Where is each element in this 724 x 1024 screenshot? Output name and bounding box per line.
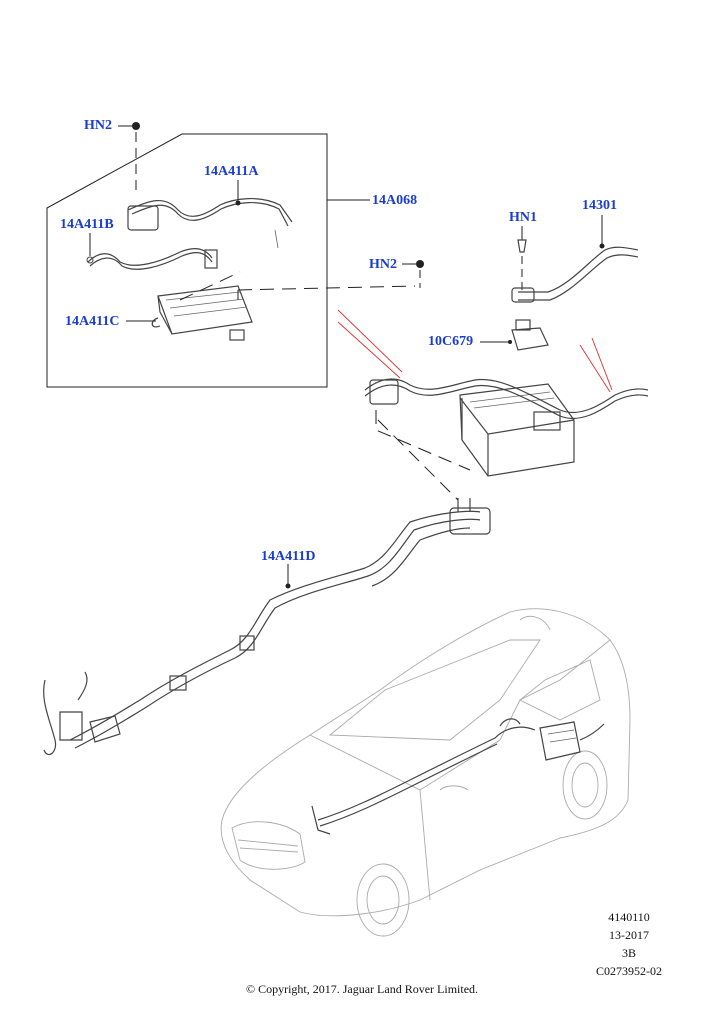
cable-14a411a[interactable] bbox=[127, 180, 293, 249]
cable-14a411b[interactable] bbox=[86, 233, 218, 270]
callout-14a411c[interactable]: 14A411C bbox=[65, 314, 120, 329]
callout-10c679[interactable]: 10C679 bbox=[428, 334, 474, 349]
reference-line-1: 4140110 bbox=[608, 910, 650, 924]
callout-hn2-mid[interactable]: HN2 bbox=[369, 257, 397, 272]
highlight-lines-left bbox=[337, 309, 403, 379]
dash-battery-to-harness bbox=[375, 410, 471, 512]
hn1-bolt[interactable] bbox=[517, 226, 527, 290]
callout-hn1[interactable]: HN1 bbox=[509, 210, 537, 225]
dash-inset-to-main bbox=[179, 271, 416, 301]
harness-14a411d[interactable] bbox=[43, 507, 491, 755]
inset-frame bbox=[46, 133, 328, 388]
highlight-lines-right bbox=[579, 337, 613, 393]
callout-14a411b[interactable]: 14A411B bbox=[60, 217, 114, 232]
callout-14a068[interactable]: 14A068 bbox=[372, 193, 418, 208]
reference-line-4: C0273952-02 bbox=[596, 964, 662, 978]
copyright-notice: © Copyright, 2017. Jaguar Land Rover Lim… bbox=[245, 982, 479, 996]
callout-hn2-top[interactable]: HN2 bbox=[84, 118, 112, 133]
hn2-top-bolt[interactable] bbox=[118, 122, 140, 195]
terminal-10c679[interactable] bbox=[480, 319, 549, 351]
reference-line-2: 13-2017 bbox=[609, 928, 649, 942]
reference-block: 4140110 13-2017 3B C0273952-02 bbox=[596, 908, 662, 980]
reference-line-3: 3B bbox=[621, 946, 636, 960]
callout-14301[interactable]: 14301 bbox=[582, 198, 617, 213]
callout-14a411d[interactable]: 14A411D bbox=[261, 549, 316, 564]
battery-assembly[interactable] bbox=[364, 378, 649, 477]
vehicle-outline bbox=[220, 608, 631, 937]
hn2-mid-bolt[interactable] bbox=[402, 260, 424, 288]
callout-14a411a[interactable]: 14A411A bbox=[204, 164, 259, 179]
module-14a411c[interactable] bbox=[126, 285, 253, 341]
ground-strap-14301[interactable] bbox=[511, 215, 639, 303]
vehicle-harness bbox=[311, 718, 605, 835]
